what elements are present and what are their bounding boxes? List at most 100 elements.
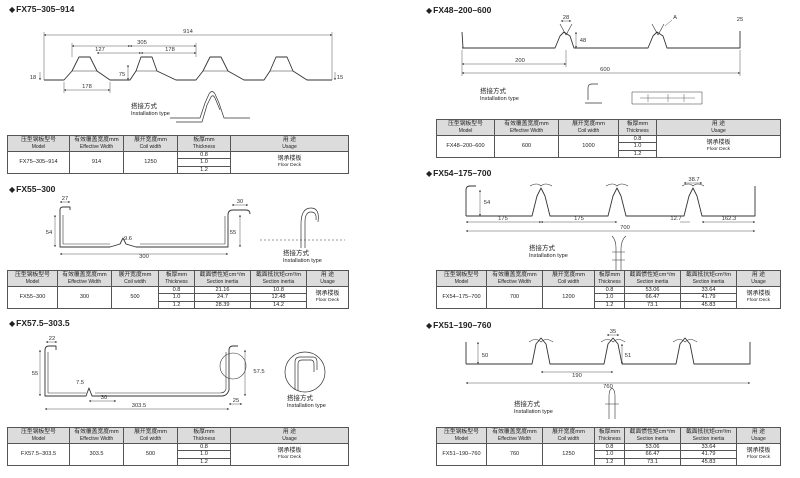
install-label-zh: 搭接方式 xyxy=(529,245,555,252)
panel-title-fx51-text: FX51–190–760 xyxy=(433,320,492,330)
fx75-dim-bottom: 178 xyxy=(82,84,92,90)
fx57-install-circle xyxy=(284,351,326,393)
fx48-dim-top: 28 xyxy=(563,15,569,21)
cell-modulus: 41.79 xyxy=(680,293,737,302)
table-row: 1.0 xyxy=(8,450,349,459)
fx54-dim-pitch-a: 175 xyxy=(498,216,508,222)
install-label-zh: 搭接方式 xyxy=(480,88,506,95)
fx54-dim-pitch-b: 175 xyxy=(574,216,584,222)
fx57-dim-depth-left: 55 xyxy=(32,371,38,377)
table-row: FX51–190–760 760 1250 0.8 53.06 33.64 钢承… xyxy=(436,442,781,467)
fx55-dim-rib: 9.6 xyxy=(124,236,132,242)
fx75-dim-top-a: 127 xyxy=(95,47,105,53)
panel-title-fx55: ◆FX55–300 xyxy=(9,184,56,194)
install-label-en: Installation type xyxy=(283,257,322,264)
fx51-dim-top: 35 xyxy=(610,329,616,335)
install-label-en: Installation type xyxy=(529,252,568,259)
fx51-dim-depth-right: 51 xyxy=(625,353,631,359)
cell-thickness: 1.0 xyxy=(177,158,231,167)
cell-coil-width: 1250 xyxy=(123,150,178,175)
cell-inertia: 73.1 xyxy=(624,457,681,467)
fx57-profile xyxy=(44,345,238,397)
cell-effective-width: 300 xyxy=(57,285,112,310)
cell-model: FX57.5–303.5 xyxy=(7,442,70,467)
fx48-dim-right: 25 xyxy=(737,17,743,23)
fx48-dim-depth: 48 xyxy=(580,38,586,44)
fx55-dim-width: 300 xyxy=(139,254,149,260)
table-row: 1.2 73.1 45.83 xyxy=(437,300,781,310)
fx51-install-detail xyxy=(605,387,619,419)
cell-thickness: 0.8 xyxy=(594,285,625,295)
table-row: FX54–175–700 700 1200 0.8 53.06 33.64 钢承… xyxy=(436,285,781,310)
table-row: 1.2 xyxy=(8,457,349,467)
cell-coil-width: 500 xyxy=(111,285,159,310)
table-row: 1.2 xyxy=(8,165,349,175)
fx55-dim-depth-right: 55 xyxy=(230,230,236,236)
fx51-dim-pitch: 190 xyxy=(572,373,582,379)
cell-effective-width: 600 xyxy=(494,134,559,159)
install-label-zh: 搭接方式 xyxy=(283,250,309,257)
cell-thickness: 1.2 xyxy=(618,149,657,159)
cell-thickness: 1.2 xyxy=(177,457,231,467)
panel-title-fx48: ◆FX48–200–600 xyxy=(426,5,492,15)
fx75-dim-left-lip: 18 xyxy=(30,75,36,81)
fx51-top-flange xyxy=(528,339,698,343)
cell-thickness: 1.0 xyxy=(594,450,625,459)
fx55-dim-depth-left: 54 xyxy=(46,230,53,236)
panel-title-fx48-text: FX48–200–600 xyxy=(433,5,492,15)
fx75-dim-total: 914 xyxy=(183,29,193,35)
fx51-dim-depth-left: 50 xyxy=(482,353,488,359)
fx48-profile xyxy=(461,31,741,49)
fx48-rib-detail xyxy=(559,23,665,36)
panel-title-fx54-text: FX54–175–700 xyxy=(433,168,492,178)
cell-inertia: 53.06 xyxy=(624,442,681,452)
fx75-dim-top-b: 178 xyxy=(165,47,175,53)
panel-title-fx57-text: FX57.5–303.5 xyxy=(16,318,70,328)
cell-inertia: 21.16 xyxy=(194,285,251,295)
install-label-zh: 搭接方式 xyxy=(131,103,157,110)
cell-modulus: 33.64 xyxy=(680,285,737,295)
cell-coil-width: 500 xyxy=(123,442,178,467)
cell-modulus: 12.48 xyxy=(250,293,307,302)
cell-modulus: 45.83 xyxy=(680,457,737,467)
fx55-profile xyxy=(59,206,251,248)
table-row: 1.0 66.47 41.79 xyxy=(437,293,781,302)
fx54-dim-width: 700 xyxy=(620,225,630,231)
fx54-dim-depth: 54 xyxy=(484,200,491,206)
fx51-dim-width: 760 xyxy=(603,384,613,390)
